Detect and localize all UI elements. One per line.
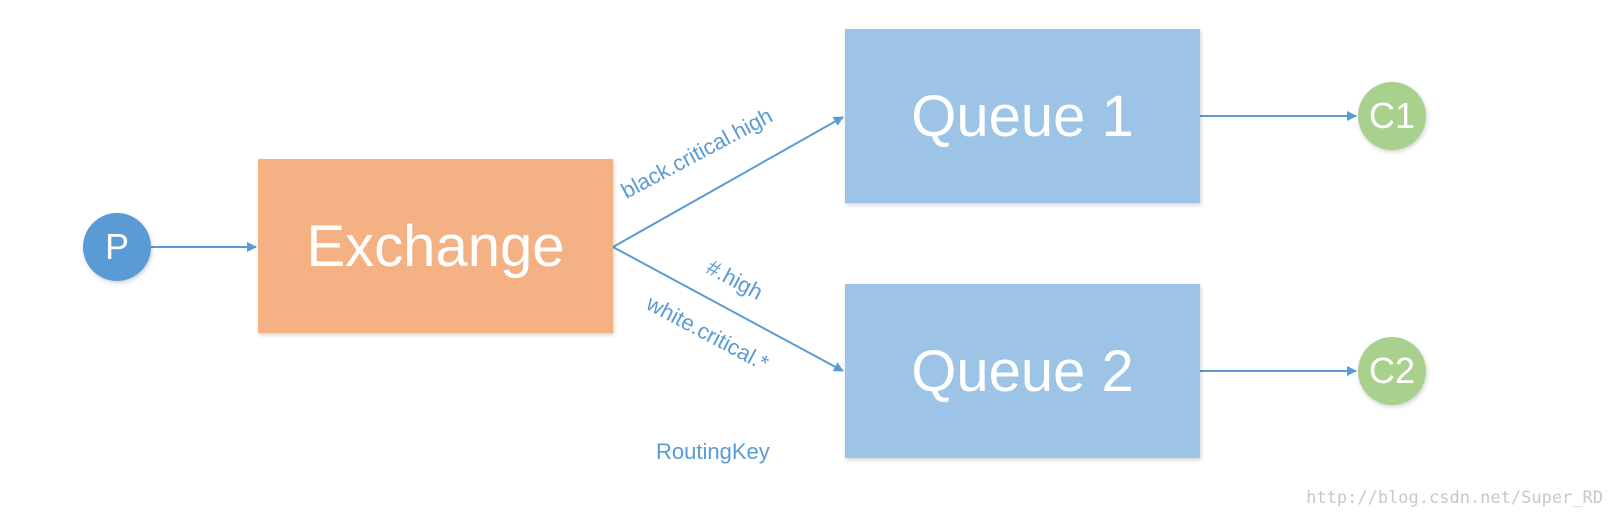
- arrow-exchange-to-queue1: [612, 116, 844, 248]
- exchange-label: Exchange: [306, 213, 565, 279]
- routing-key-annotation: RoutingKey: [656, 439, 770, 464]
- producer-label: P: [104, 226, 129, 267]
- queue1-node: Queue 1: [845, 29, 1200, 203]
- queue1-label: Queue 1: [911, 83, 1134, 149]
- producer-node: P: [83, 213, 151, 281]
- queue2-node: Queue 2: [845, 284, 1200, 458]
- consumer1-label: C1: [1368, 95, 1416, 136]
- queue2-label: Queue 2: [911, 338, 1134, 404]
- watermark-url: http://blog.csdn.net/Super_RD: [1306, 488, 1603, 508]
- consumer2-node: C2: [1358, 337, 1426, 405]
- arrow-exchange-to-queue2: [612, 246, 844, 372]
- consumer1-node: C1: [1358, 82, 1426, 150]
- exchange-node: Exchange: [258, 159, 613, 333]
- consumer2-label: C2: [1368, 350, 1416, 391]
